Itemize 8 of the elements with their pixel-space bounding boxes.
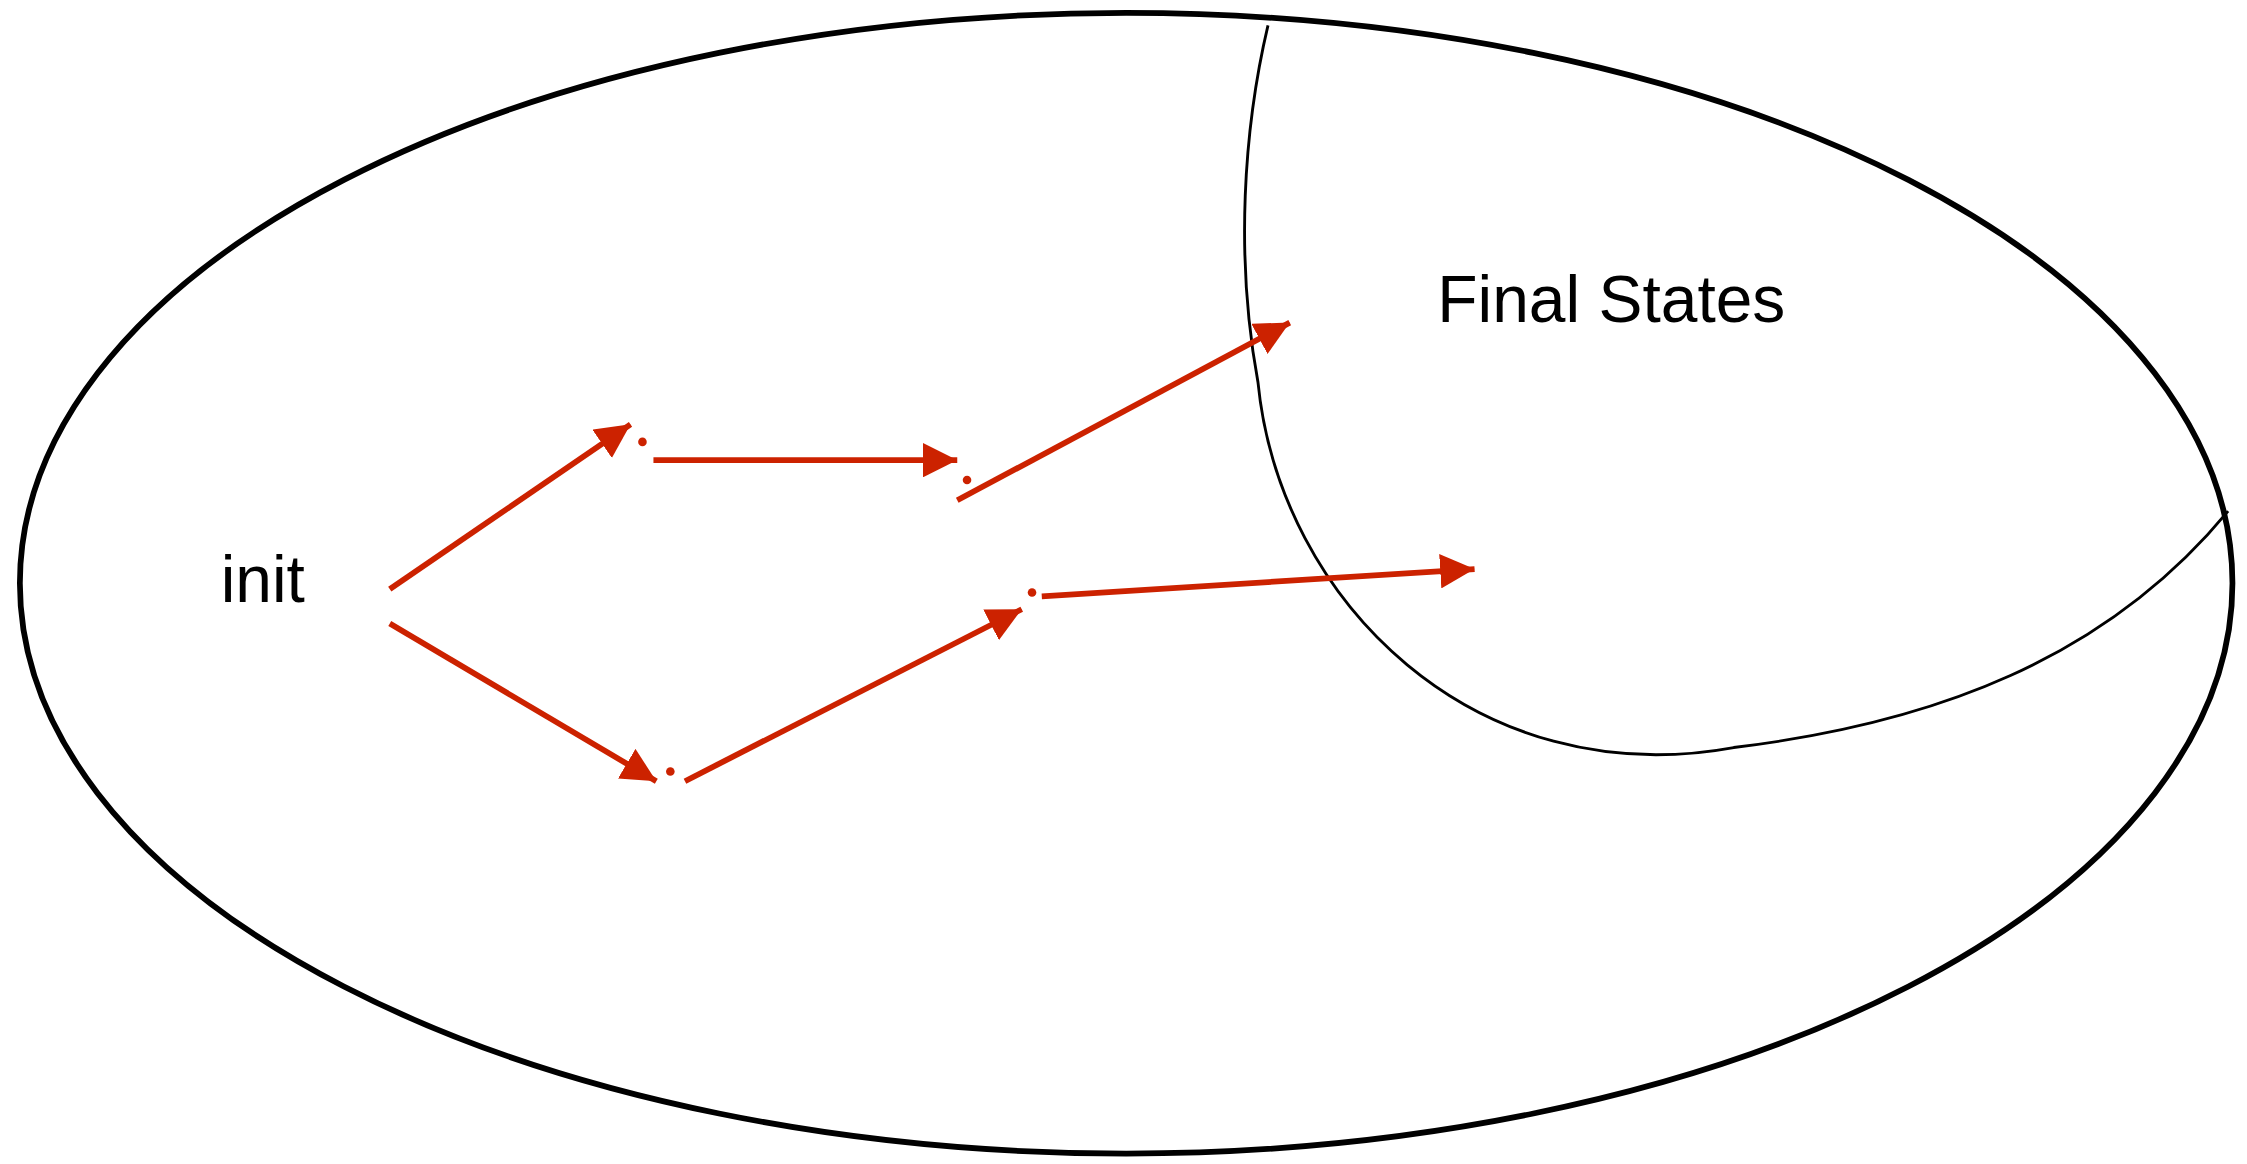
transition-arrow — [1041, 554, 1475, 600]
region-label: Final States — [1437, 266, 1786, 333]
transition-arrow — [388, 422, 633, 592]
transition-arrow — [388, 621, 658, 784]
transition-arrow — [955, 320, 1292, 503]
transition-arrow — [653, 443, 958, 478]
transition-arrow — [683, 606, 1024, 784]
state-label: init — [220, 547, 305, 614]
